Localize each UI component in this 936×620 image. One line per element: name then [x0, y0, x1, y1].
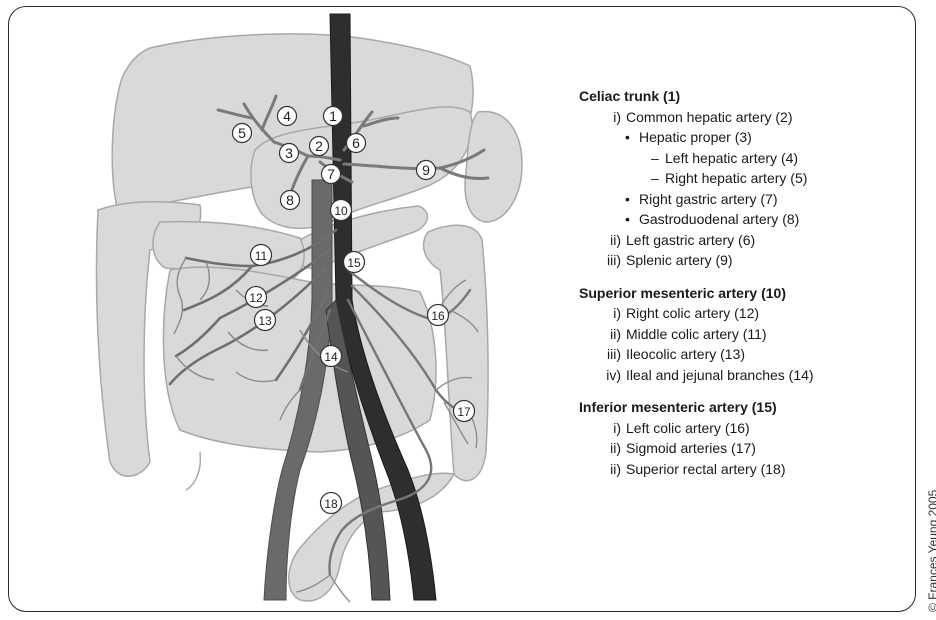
- marker-8: 8: [281, 191, 300, 210]
- legend-heading: Superior mesenteric artery (10): [579, 283, 879, 304]
- spleen: [465, 112, 522, 222]
- arterial-legend: Celiac trunk (1) i)Common hepatic artery…: [579, 86, 879, 491]
- marker-16: 16: [428, 305, 449, 326]
- legend-item: iv)Ileal and jejunal branches (14): [579, 365, 879, 386]
- marker-label: 9: [422, 162, 430, 178]
- legend-item: •Gastroduodenal artery (8): [579, 209, 879, 230]
- legend-item: –Left hepatic artery (4): [579, 148, 879, 169]
- legend-item: iii)Splenic artery (9): [579, 250, 879, 271]
- marker-label: 7: [327, 166, 335, 182]
- legend-item: ii)Superior rectal artery (18): [579, 459, 879, 480]
- legend-heading: Inferior mesenteric artery (15): [579, 397, 879, 418]
- marker-label: 18: [324, 497, 338, 511]
- marker-label: 14: [324, 350, 338, 364]
- marker-label: 6: [352, 135, 360, 151]
- marker-15: 15: [344, 252, 365, 273]
- marker-label: 17: [457, 405, 471, 419]
- legend-item: •Hepatic proper (3): [579, 127, 879, 148]
- legend-item: i)Right colic artery (12): [579, 303, 879, 324]
- legend-section-celiac: Celiac trunk (1) i)Common hepatic artery…: [579, 86, 879, 271]
- marker-label: 15: [347, 256, 361, 270]
- marker-label: 13: [258, 314, 272, 328]
- legend-item: –Right hepatic artery (5): [579, 168, 879, 189]
- marker-label: 5: [238, 125, 246, 141]
- marker-1: 1: [324, 107, 343, 126]
- marker-13: 13: [255, 310, 276, 331]
- legend-item: iii)Ileocolic artery (13): [579, 344, 879, 365]
- marker-label: 16: [431, 309, 445, 323]
- legend-item: •Right gastric artery (7): [579, 189, 879, 210]
- legend-heading: Celiac trunk (1): [579, 86, 879, 107]
- marker-label: 3: [285, 145, 293, 161]
- marker-label: 10: [334, 204, 348, 218]
- marker-11: 11: [251, 245, 272, 266]
- marker-3: 3: [280, 144, 299, 163]
- marker-label: 2: [315, 138, 323, 154]
- arterial-anatomy-illustration: 1 2 3 4 5 6 7 8 9 10 11 12 13 14 15 16 1…: [0, 0, 560, 620]
- marker-label: 12: [249, 291, 263, 305]
- legend-item: ii)Left gastric artery (6): [579, 230, 879, 251]
- marker-label: 8: [286, 192, 294, 208]
- marker-7: 7: [322, 165, 341, 184]
- legend-item: ii)Sigmoid arteries (17): [579, 438, 879, 459]
- marker-label: 11: [255, 249, 268, 263]
- marker-5: 5: [233, 124, 252, 143]
- legend-section-sma: Superior mesenteric artery (10) i)Right …: [579, 283, 879, 386]
- marker-10: 10: [331, 200, 352, 221]
- marker-12: 12: [246, 287, 267, 308]
- legend-item: ii)Middle colic artery (11): [579, 324, 879, 345]
- marker-17: 17: [454, 401, 475, 422]
- marker-2: 2: [310, 137, 329, 156]
- legend-item: i)Left colic artery (16): [579, 418, 879, 439]
- organs: [97, 34, 523, 601]
- cecum-appendix: [186, 452, 200, 490]
- marker-label: 4: [283, 108, 291, 124]
- copyright-notice: © Frances Yeung 2005: [926, 490, 936, 612]
- marker-18: 18: [321, 493, 342, 514]
- marker-4: 4: [278, 107, 297, 126]
- marker-14: 14: [321, 346, 342, 367]
- legend-section-ima: Inferior mesenteric artery (15) i)Left c…: [579, 397, 879, 479]
- legend-item: i)Common hepatic artery (2): [579, 107, 879, 128]
- marker-9: 9: [417, 161, 436, 180]
- marker-6: 6: [347, 134, 366, 153]
- marker-label: 1: [329, 108, 337, 124]
